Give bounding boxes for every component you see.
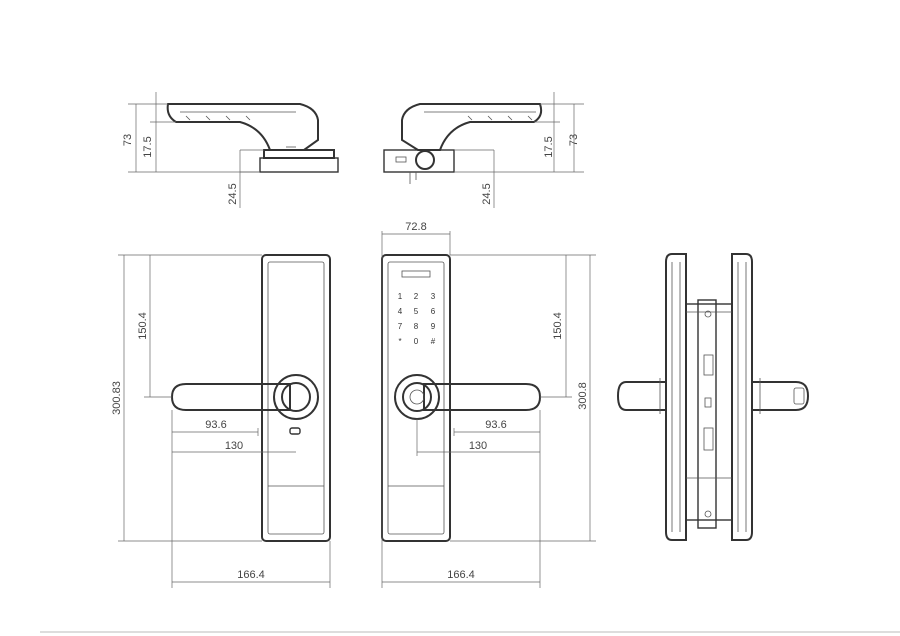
dim-front-left-lever-total: 130 — [225, 440, 243, 452]
dim-front-left-height: 300.83 — [111, 381, 123, 415]
keypad-key[interactable]: 4 — [398, 307, 403, 316]
dim-front-right-width: 166.4 — [447, 569, 475, 581]
keypad-key[interactable]: 9 — [431, 322, 436, 331]
keypad-key[interactable]: 8 — [414, 322, 419, 331]
dim-top-left-rose: 24.5 — [227, 183, 239, 204]
keypad-key[interactable]: 0 — [414, 337, 419, 346]
side-section-view — [616, 253, 810, 541]
keypad-key[interactable]: * — [398, 337, 401, 346]
dim-front-right-lever-reach: 93.6 — [485, 419, 506, 431]
dim-top-left-neck: 17.5 — [142, 136, 154, 157]
dim-front-left-upper: 150.4 — [137, 312, 149, 340]
front-right-view: 1 2 3 4 5 6 7 8 9 * 0 # 7 — [381, 221, 596, 588]
keypad-key[interactable]: 2 — [414, 292, 419, 301]
dim-front-right-plate-width: 72.8 — [405, 221, 426, 233]
dim-top-right-rose: 24.5 — [481, 183, 493, 204]
front-left-view: 300.83 150.4 93.6 130 166.4 — [111, 254, 331, 588]
top-right-profile-view: 73 17.5 24.5 — [383, 92, 584, 208]
keypad-key[interactable]: # — [431, 337, 436, 346]
dim-top-left-height: 73 — [122, 134, 134, 146]
dim-front-right-lever-total: 130 — [469, 440, 487, 452]
keypad-key[interactable]: 5 — [414, 307, 419, 316]
dim-front-left-width: 166.4 — [237, 569, 265, 581]
dim-front-left-lever-reach: 93.6 — [205, 419, 226, 431]
top-left-profile-view: 73 17.5 24.5 — [122, 92, 339, 208]
keypad-key[interactable]: 1 — [398, 292, 403, 301]
keypad-key[interactable]: 3 — [431, 292, 436, 301]
keypad-key[interactable]: 6 — [431, 307, 436, 316]
dim-front-right-upper: 150.4 — [552, 312, 564, 340]
dim-front-right-height: 300.8 — [577, 382, 589, 410]
keypad: 1 2 3 4 5 6 7 8 9 * 0 # — [398, 292, 436, 346]
dim-top-right-neck: 17.5 — [543, 136, 555, 157]
dim-top-right-height: 73 — [568, 134, 580, 146]
keypad-key[interactable]: 7 — [398, 322, 403, 331]
